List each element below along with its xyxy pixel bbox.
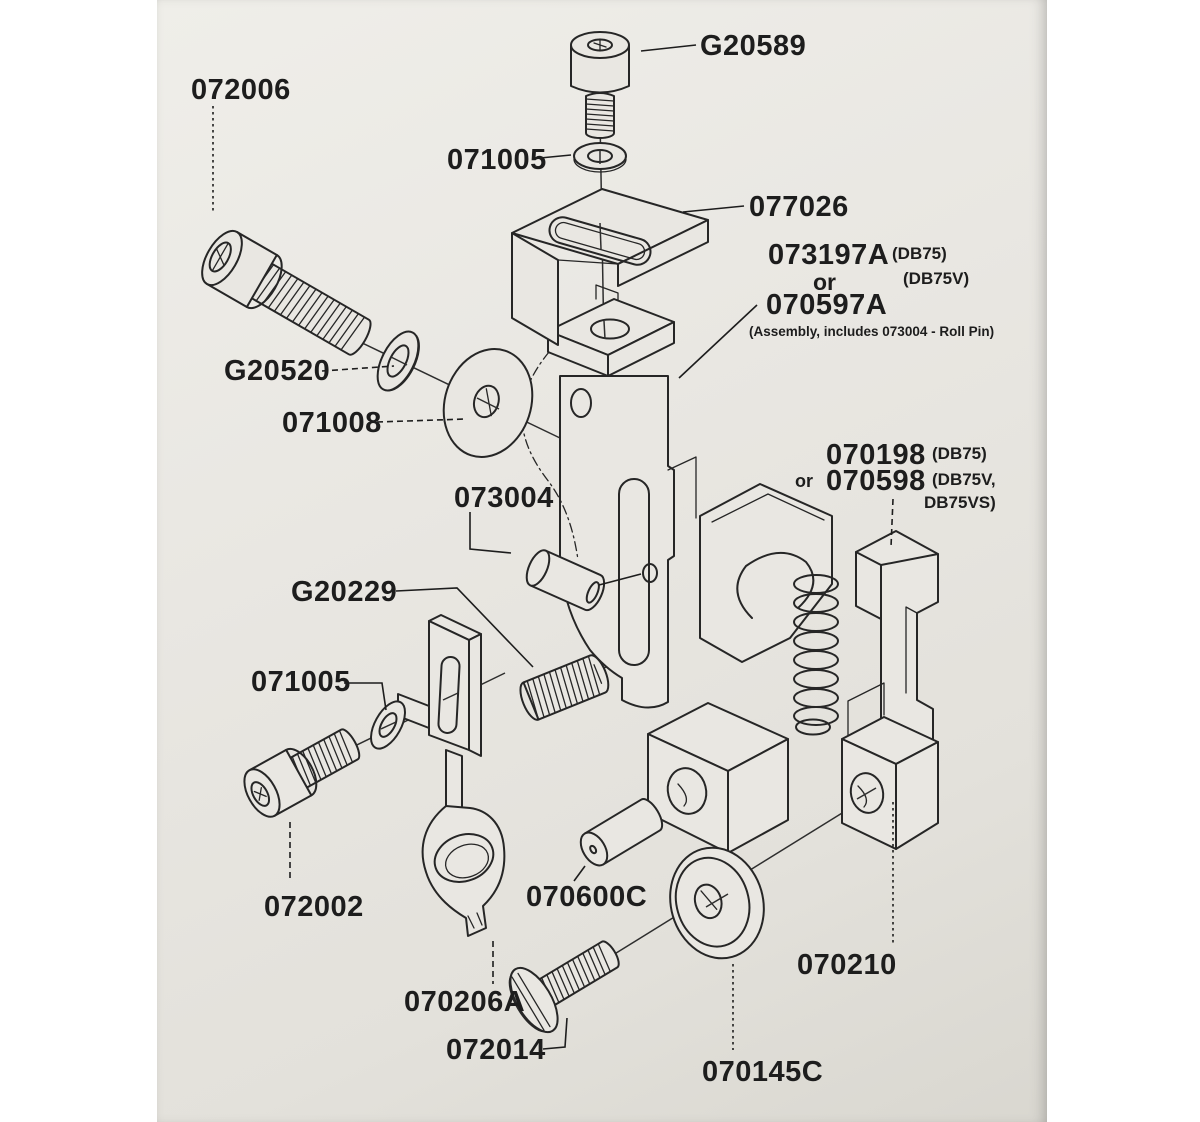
- leader-G20589: [640, 44, 697, 52]
- part-roll-pin-073004: [525, 549, 606, 612]
- label-071005-top: 071005: [447, 144, 547, 176]
- label-070198-qualifier: (DB75): [932, 444, 987, 463]
- label-070598: 070598: [826, 465, 926, 497]
- label-072014: 072014: [446, 1034, 546, 1066]
- leader-077026: [682, 205, 745, 213]
- label-071005-left: 071005: [251, 666, 351, 698]
- part-labels: 072006 G20589 071005 077026 073197A (DB7…: [191, 30, 996, 1088]
- leader-070600C: [573, 865, 586, 882]
- leader-072014: [542, 1017, 568, 1050]
- label-070598-qualifier-1: (DB75V,: [932, 470, 996, 489]
- label-073197A: 073197A: [768, 239, 889, 271]
- label-G20520: G20520: [224, 355, 330, 387]
- leader-lines: [212, 44, 894, 1050]
- leader-070198: [890, 498, 894, 548]
- part-socket-screw-072006: [201, 229, 372, 356]
- label-070210: 070210: [797, 949, 897, 981]
- label-070206A: 070206A: [404, 986, 525, 1018]
- part-clamp-plate-077026: [511, 188, 709, 346]
- label-072006: 072006: [191, 74, 291, 106]
- part-pivot-block: [647, 702, 789, 854]
- leader-G20229: [395, 587, 534, 668]
- part-clamp-block-070210: [841, 682, 939, 850]
- label-G20229: G20229: [291, 576, 397, 608]
- leader-roll-pin-hole: [598, 573, 642, 586]
- label-G20589: G20589: [700, 30, 806, 62]
- label-073197A-qualifier: (DB75): [892, 244, 947, 263]
- leader-071005-left: [344, 682, 387, 711]
- label-070145C: 070145C: [702, 1056, 823, 1088]
- label-073004: 073004: [454, 482, 554, 514]
- label-070598-or: or: [795, 471, 813, 491]
- label-assembly-or: or: [813, 269, 836, 295]
- part-flat-screw-072014: [508, 940, 620, 1034]
- part-washer-disc-070145C: [669, 846, 765, 960]
- label-070198: 070198: [826, 439, 926, 471]
- label-assembly-note: (Assembly, includes 073004 - Roll Pin): [749, 324, 994, 339]
- part-roller-070600C: [579, 798, 664, 867]
- label-070598-qualifier-2: DB75VS): [924, 493, 996, 512]
- part-arm-link-070206A: [397, 614, 506, 937]
- label-077026: 077026: [749, 191, 849, 223]
- leader-071005-top: [539, 154, 572, 159]
- part-set-screw-G20229: [519, 654, 610, 721]
- label-070600C: 070600C: [526, 881, 647, 913]
- label-071008: 071008: [282, 407, 382, 439]
- label-070597A-qualifier: (DB75V): [903, 269, 969, 288]
- part-socket-screw-G20589: [570, 31, 630, 139]
- part-coil-spring: [793, 574, 839, 736]
- part-guide-plate-070198: [855, 530, 939, 760]
- leader-073004: [469, 512, 512, 554]
- part-socket-screw-072002: [243, 728, 361, 818]
- leader-G20520: [321, 365, 395, 372]
- part-main-bracket-assembly-070597A: [521, 284, 697, 709]
- label-072002: 072002: [264, 891, 364, 923]
- axis-hole-segments: [380, 149, 877, 908]
- leader-071008: [376, 418, 467, 423]
- part-clamp-bracket: [699, 483, 833, 663]
- label-070597A: 070597A: [766, 289, 887, 321]
- leader-070597A: [678, 304, 758, 379]
